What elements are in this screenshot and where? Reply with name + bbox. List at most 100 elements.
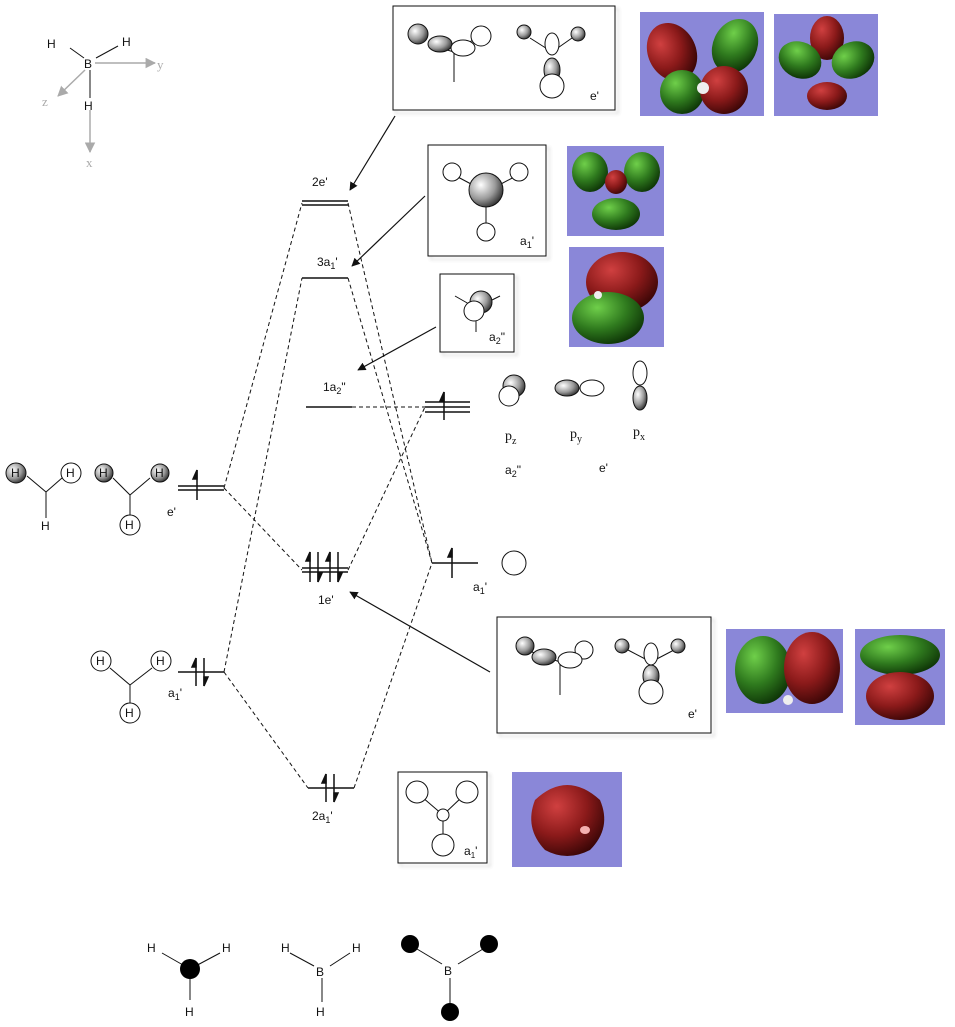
box-a2pp-label: a2" — [489, 330, 505, 346]
box-a1-top-sub: 1 — [527, 240, 532, 250]
label-px-base: p — [633, 425, 640, 440]
box-a1-bottom-label: a1' — [464, 844, 477, 860]
label-py-sub: y — [577, 434, 582, 445]
label-right-a1-prime: ' — [485, 580, 487, 594]
box-a2pp-sub: 2 — [496, 336, 501, 346]
box-a1-top-label: a1' — [520, 234, 534, 250]
render-e-top-1 — [640, 12, 764, 116]
boron-s-orbital-icon — [501, 550, 527, 576]
axis-y-label: y — [157, 57, 164, 72]
label-left-e: e' — [167, 505, 176, 519]
axis-z-label: z — [42, 94, 48, 109]
bottom-structures: H H H H H B H B — [147, 935, 498, 1021]
label-right-a1: a1' — [473, 580, 487, 596]
axes-h-2: H — [122, 35, 131, 49]
render-a1-bottom — [512, 772, 622, 867]
box-a2pp: a2" — [439, 273, 515, 353]
axis-x-label: x — [86, 155, 93, 170]
label-sym-a2pp: a2" — [505, 463, 521, 479]
box-a1-bottom-prime: ' — [475, 844, 477, 858]
axes-b: B — [84, 57, 92, 71]
label-py-base: p — [570, 427, 577, 442]
label-right-a1-base: a — [473, 580, 480, 594]
render-a1-top — [567, 146, 664, 236]
salc-e2-h1: H — [99, 466, 108, 480]
label-sym-a2pp-base: a — [505, 463, 512, 477]
open-h-orbital-icon — [60, 462, 82, 484]
correlation-lines — [223, 202, 433, 789]
label-1a2pp: 1a2" — [323, 380, 346, 396]
salc-e1-h3: H — [41, 519, 50, 533]
box-a1-top: a1' — [427, 144, 547, 257]
label-py: py — [570, 427, 582, 445]
bottom-h-3: H — [185, 1005, 194, 1019]
render-e-top-2 — [774, 14, 878, 116]
label-3a1-base: 3a — [317, 255, 331, 269]
box-a2pp-base: a — [489, 330, 496, 344]
bottom-h-1: H — [147, 941, 156, 955]
bottom-h-2: H — [222, 941, 231, 955]
render-a2pp — [569, 247, 664, 347]
box-a1-bottom-base: a — [464, 844, 471, 858]
label-1e: 1e' — [318, 593, 334, 607]
axes-h-3: H — [84, 99, 93, 113]
ligand-salc-e: H H H H H H — [5, 462, 170, 536]
label-pz: pz — [505, 429, 517, 447]
label-2a1-base: 2a — [312, 809, 326, 823]
label-sym-a2pp-prime: " — [517, 463, 521, 477]
electrons — [190, 391, 453, 803]
ligand-salc-a1: H H H — [90, 650, 172, 724]
bottom-b: B — [316, 965, 324, 979]
label-1a2pp-prime: " — [341, 380, 345, 394]
salc-a1-h1: H — [96, 654, 105, 668]
box-a1-top-prime: ' — [532, 234, 534, 248]
render-e-bottom-2 — [855, 629, 945, 725]
label-left-a1-sub: 1 — [175, 692, 180, 702]
label-px: px — [633, 425, 645, 443]
label-2a1-prime: ' — [330, 809, 332, 823]
label-pz-sub: z — [512, 436, 517, 447]
box-a1-top-base: a — [520, 234, 527, 248]
label-1a2pp-base: 1a — [323, 380, 337, 394]
label-sym-e: e' — [599, 461, 608, 475]
box-e-bottom: e' — [496, 616, 712, 734]
label-3a1-prime: ' — [335, 255, 337, 269]
salc-a1-h2: H — [156, 654, 165, 668]
shaded-h-orbital-icon — [5, 462, 27, 484]
label-left-a1-base: a — [168, 686, 175, 700]
label-2a1: 2a1' — [312, 809, 333, 825]
box-e-bottom-label: e' — [688, 707, 697, 721]
box-a2pp-prime: " — [501, 330, 505, 344]
mo-levels — [178, 200, 478, 789]
pointer-arrows — [349, 115, 491, 673]
label-pz-base: p — [505, 429, 512, 444]
level-labels: 2e' 3a1' 1a2" 1e' 2a1' e' a1' a1' — [167, 175, 487, 825]
box-a1-bottom: a1' — [397, 771, 488, 864]
box-e-top: e' — [392, 5, 616, 111]
label-sym-a2pp-sub: 2 — [512, 469, 517, 479]
salc-e2-h3: H — [125, 518, 134, 532]
bottom-h-4: H — [281, 941, 290, 955]
bottom-b-2: B — [444, 964, 452, 978]
label-left-a1-prime: ' — [180, 686, 182, 700]
boron-p-orbitals: pz py px a2" e' — [498, 360, 648, 576]
label-2e: 2e' — [312, 175, 328, 189]
render-e-bottom-1 — [726, 629, 843, 713]
label-3a1: 3a1' — [317, 255, 338, 271]
salc-e1-h1: H — [11, 466, 20, 480]
salc-a1-h3: H — [125, 706, 134, 720]
salc-e1-h2: H — [66, 466, 75, 480]
bottom-h-5: H — [352, 941, 361, 955]
salc-e2-h2: H — [155, 466, 164, 480]
box-a1-bottom-sub: 1 — [471, 851, 476, 860]
boron-dot-icon — [180, 959, 200, 979]
label-2a1-sub: 1 — [325, 815, 330, 825]
label-px-sub: x — [640, 432, 645, 443]
bottom-h-6: H — [316, 1005, 325, 1019]
label-1a2pp-sub: 2 — [336, 386, 341, 396]
label-right-a1-sub: 1 — [480, 586, 485, 596]
label-left-a1: a1' — [168, 686, 182, 702]
axes-h-1: H — [47, 37, 56, 51]
label-3a1-sub: 1 — [330, 261, 335, 271]
